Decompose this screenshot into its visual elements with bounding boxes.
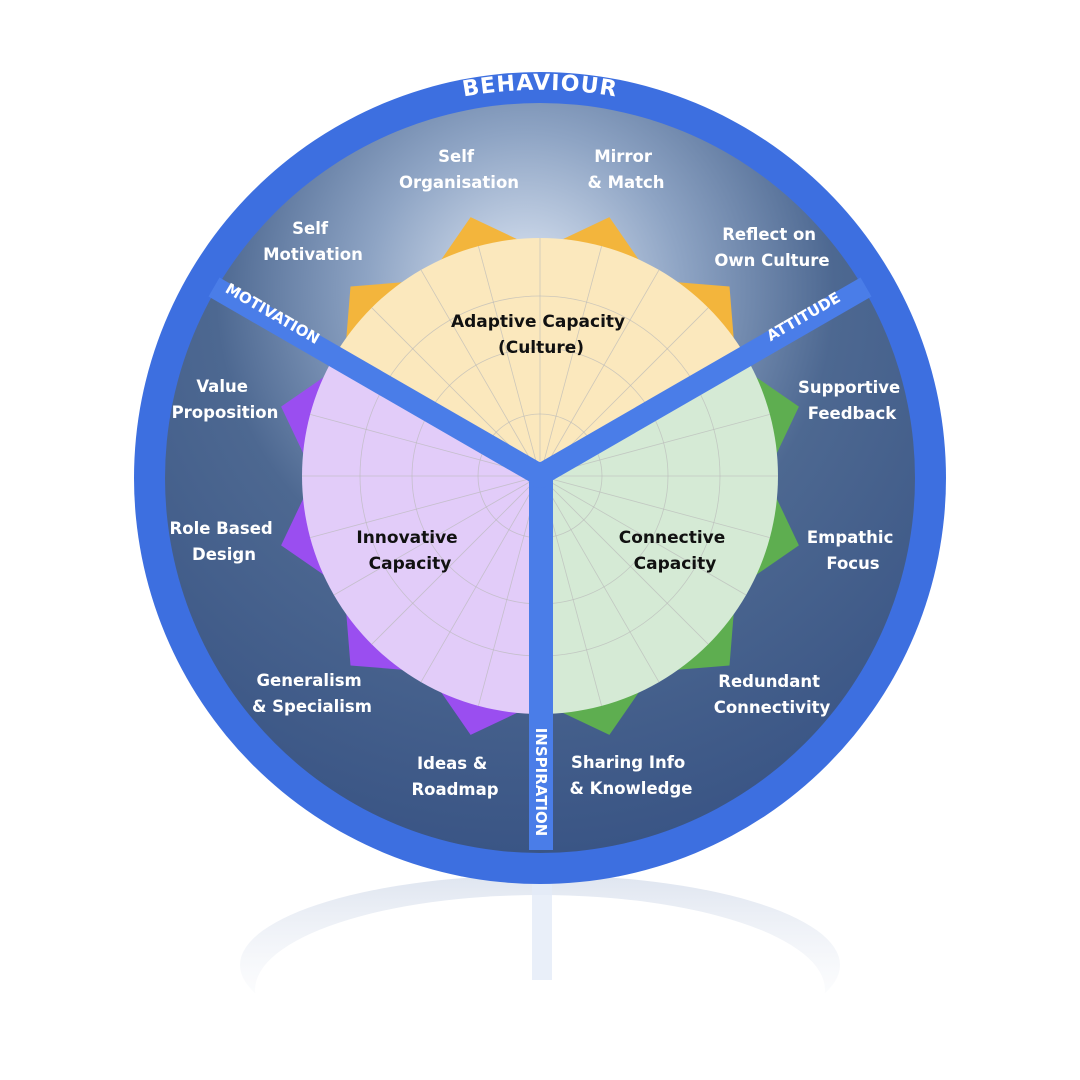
- grid-spoke: [420, 475, 541, 683]
- adaptive-capacity-label: Adaptive Capacity (Culture): [451, 312, 631, 358]
- label-self-organisation: Self Organisation: [399, 147, 519, 192]
- grid-spoke: [539, 475, 660, 683]
- divider-left: [208, 277, 546, 485]
- grid-spoke: [333, 475, 541, 596]
- grid-spoke: [539, 269, 660, 477]
- grid-spoke: [371, 475, 541, 645]
- label-mirror-match: Mirror & Match: [587, 147, 664, 192]
- grid-spoke: [539, 245, 602, 477]
- grid-spoke: [478, 245, 541, 477]
- label-redundant-connectivity: Redundant Connectivity: [714, 672, 831, 717]
- sector-grid: [302, 238, 778, 707]
- grid-spoke: [309, 475, 541, 538]
- label-role-based: Role Based Design: [170, 519, 279, 564]
- label-empathic-focus: Empathic Focus: [807, 528, 899, 573]
- ring-label-inspiration: INSPIRATION: [532, 728, 550, 837]
- reflection: [240, 875, 840, 1080]
- grid-spoke: [539, 414, 771, 477]
- divider-right: [534, 277, 872, 485]
- innovative-capacity-label: Innovative Capacity: [356, 528, 463, 574]
- dividers: [208, 277, 872, 850]
- label-self-motivation: Self Motivation: [263, 219, 363, 264]
- label-sharing-info: Sharing Info & Knowledge: [570, 753, 693, 798]
- grid-spoke: [309, 414, 541, 477]
- grid-spoke: [539, 475, 771, 538]
- connective-capacity-label: Connective Capacity: [619, 528, 731, 574]
- grid-spoke: [539, 475, 709, 645]
- label-value-proposition: Value Proposition: [172, 377, 279, 422]
- label-supportive-feedback: Supportive Feedback: [798, 378, 906, 423]
- label-reflect-culture: Reflect on Own Culture: [714, 225, 829, 270]
- label-generalism: Generalism & Specialism: [252, 671, 372, 716]
- label-ideas-roadmap: Ideas & Roadmap: [411, 754, 498, 799]
- grid-spoke: [539, 475, 747, 596]
- grid-spoke: [420, 269, 541, 477]
